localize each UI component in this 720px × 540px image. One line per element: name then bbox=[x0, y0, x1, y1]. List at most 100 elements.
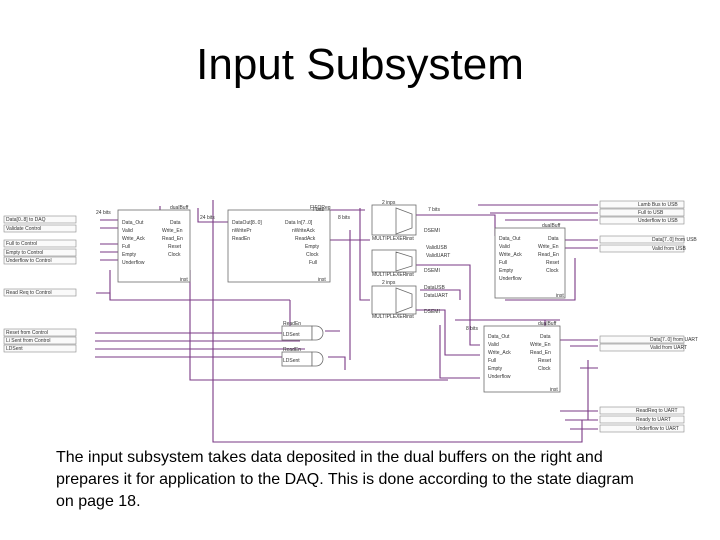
pin-label: ReadReq to UART bbox=[636, 408, 678, 414]
port-label: Valid bbox=[122, 228, 133, 234]
port-label: Data_Out bbox=[488, 334, 510, 340]
pin-label: Data[7..0] from UART bbox=[650, 337, 698, 343]
port-label: Data In[7..0] bbox=[285, 220, 313, 226]
mux-inst: inst bbox=[406, 236, 414, 242]
buffer-right-top-body bbox=[494, 227, 566, 299]
wire bbox=[560, 410, 598, 430]
port-label: Reset bbox=[538, 358, 552, 364]
mux-inst: inst bbox=[406, 314, 414, 320]
input-pin bbox=[3, 224, 77, 233]
input-pin bbox=[3, 328, 77, 337]
buffer-left-body bbox=[117, 209, 191, 283]
input-pin bbox=[3, 239, 77, 248]
bus-label: 24 bits bbox=[96, 210, 111, 216]
pin-label: Underflow to UART bbox=[636, 426, 679, 432]
port-label: Empty bbox=[305, 244, 320, 250]
mux-mid: MULTIPLEXER inst DSEMI bbox=[371, 249, 440, 278]
bus-label: 8 bits bbox=[338, 215, 350, 221]
bus-label: 7 bits bbox=[428, 207, 440, 213]
buffer-right-bottom-block: dualBuff inst Data_Out Valid Write_Ack F… bbox=[483, 321, 561, 393]
output-pin bbox=[599, 200, 685, 209]
pin-label: Underflow to Control bbox=[6, 258, 52, 264]
block-name: dualBuff bbox=[538, 321, 557, 327]
port-label: ReadAck bbox=[295, 236, 316, 242]
bus-label: ValidUSB bbox=[426, 245, 448, 251]
port-label: Underflow bbox=[122, 260, 145, 266]
input-pin bbox=[3, 215, 77, 224]
output-pin bbox=[599, 406, 685, 415]
pin-label: Validate Control bbox=[6, 226, 41, 232]
mux-bot: 2 inps MULTIPLEXER inst DSEMI bbox=[371, 280, 440, 320]
port-label: Empty bbox=[499, 268, 514, 274]
block-inst: inst bbox=[180, 277, 188, 283]
mux-label: MULTIPLEXER bbox=[372, 314, 407, 320]
port-label: Write_Ack bbox=[499, 252, 522, 258]
pin-label: Data[7..0] from USB bbox=[652, 237, 697, 243]
block-inst: inst bbox=[318, 277, 326, 283]
output-pin bbox=[599, 335, 685, 344]
output-pin bbox=[599, 424, 685, 433]
port-label: Data_Out bbox=[499, 236, 521, 242]
mux-bot-symbol bbox=[395, 287, 413, 314]
block-name: dualBuff bbox=[170, 205, 189, 211]
port-label: nWritePr bbox=[232, 228, 252, 234]
port-label: Data_Out bbox=[122, 220, 144, 226]
bus-label: 7 bits bbox=[312, 207, 324, 213]
input-pin bbox=[3, 344, 77, 353]
wire bbox=[415, 214, 496, 346]
mux-sel: DSEMI bbox=[424, 228, 440, 234]
port-label: Clock bbox=[538, 366, 551, 372]
output-pin bbox=[599, 343, 685, 352]
gate-input-label: ReadEn bbox=[283, 347, 301, 353]
pin-label: Valid from UART bbox=[650, 345, 687, 351]
wire bbox=[560, 339, 598, 369]
wire bbox=[415, 289, 480, 356]
mux-sel: DSEMI bbox=[424, 268, 440, 274]
and-gate-symbol bbox=[311, 351, 324, 367]
and-gate-bottom: ReadEn LDSent bbox=[281, 347, 324, 367]
output-pin bbox=[599, 235, 685, 244]
pin-label: Reset from Control bbox=[6, 330, 48, 336]
port-label: Full bbox=[122, 244, 130, 250]
block-inst: inst bbox=[550, 387, 558, 393]
output-pin bbox=[599, 208, 685, 217]
port-label: ReadEn bbox=[232, 236, 250, 242]
input-pin bbox=[3, 256, 77, 265]
buffer-left-block: dualBuff inst Data_Out Valid Write_Ack F… bbox=[117, 205, 191, 283]
gate-input-label: LDSent bbox=[283, 332, 300, 338]
pin-label: Full to USB bbox=[638, 210, 664, 216]
port-label: DataOut[8..0] bbox=[232, 220, 262, 226]
mux-inst: inst bbox=[406, 272, 414, 278]
pin-label: Data[0..8] to DAQ bbox=[6, 217, 46, 223]
port-label: Clock bbox=[168, 252, 181, 258]
port-label: Full bbox=[309, 260, 317, 266]
port-label: Valid bbox=[488, 342, 499, 348]
port-label: Write_Ack bbox=[122, 236, 145, 242]
input-pin bbox=[3, 336, 77, 345]
port-label: Underflow bbox=[499, 276, 522, 282]
block-inst: inst bbox=[556, 293, 564, 299]
wire bbox=[212, 200, 583, 443]
port-label: Write_En bbox=[162, 228, 183, 234]
slide-description: The input subsystem takes data deposited… bbox=[56, 449, 634, 510]
mux-bits: 2 inps bbox=[382, 280, 396, 286]
bus-label: 8 bits bbox=[466, 326, 478, 332]
bus-label: 24 bits bbox=[200, 215, 215, 221]
port-label: Full bbox=[488, 358, 496, 364]
port-label: Data bbox=[170, 220, 181, 226]
mux-sel: DSEMI bbox=[424, 309, 440, 315]
mux-bits: 2 inps bbox=[382, 200, 396, 206]
port-label: nWriteAck bbox=[292, 228, 315, 234]
wire bbox=[439, 319, 560, 379]
mux-top: 2 inps MULTIPLEXER inst DSEMI bbox=[371, 200, 440, 242]
wire bbox=[189, 270, 448, 381]
pin-label: LDSent bbox=[6, 346, 23, 352]
port-label: Clock bbox=[306, 252, 319, 258]
port-label: Reset bbox=[168, 244, 182, 250]
block-name: FIFOReg bbox=[310, 205, 331, 211]
pin-label: Ready to UART bbox=[636, 417, 671, 423]
pin-label: Full to Control bbox=[6, 241, 37, 247]
port-label: Empty bbox=[122, 252, 137, 258]
buffer-right-bottom-body bbox=[483, 325, 561, 393]
